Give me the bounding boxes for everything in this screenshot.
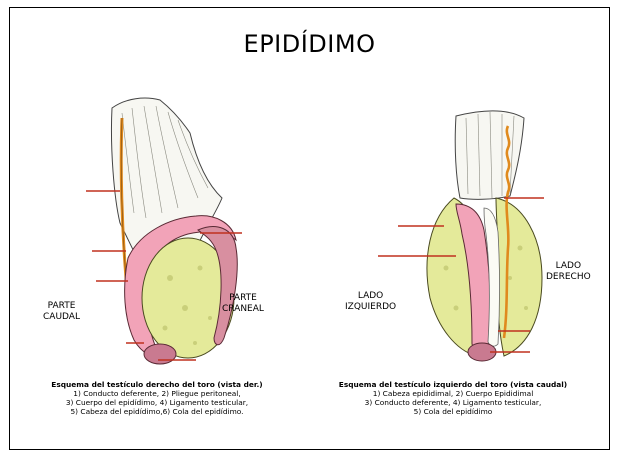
slide: EPIDÍDIMO bbox=[9, 7, 610, 450]
right-caption: Esquema del testículo izquierdo del toro… bbox=[328, 380, 578, 416]
label-lado-derecho: LADO DERECHO bbox=[546, 261, 591, 283]
label-lado-izquierdo: LADO IZQUIERDO bbox=[345, 291, 396, 313]
